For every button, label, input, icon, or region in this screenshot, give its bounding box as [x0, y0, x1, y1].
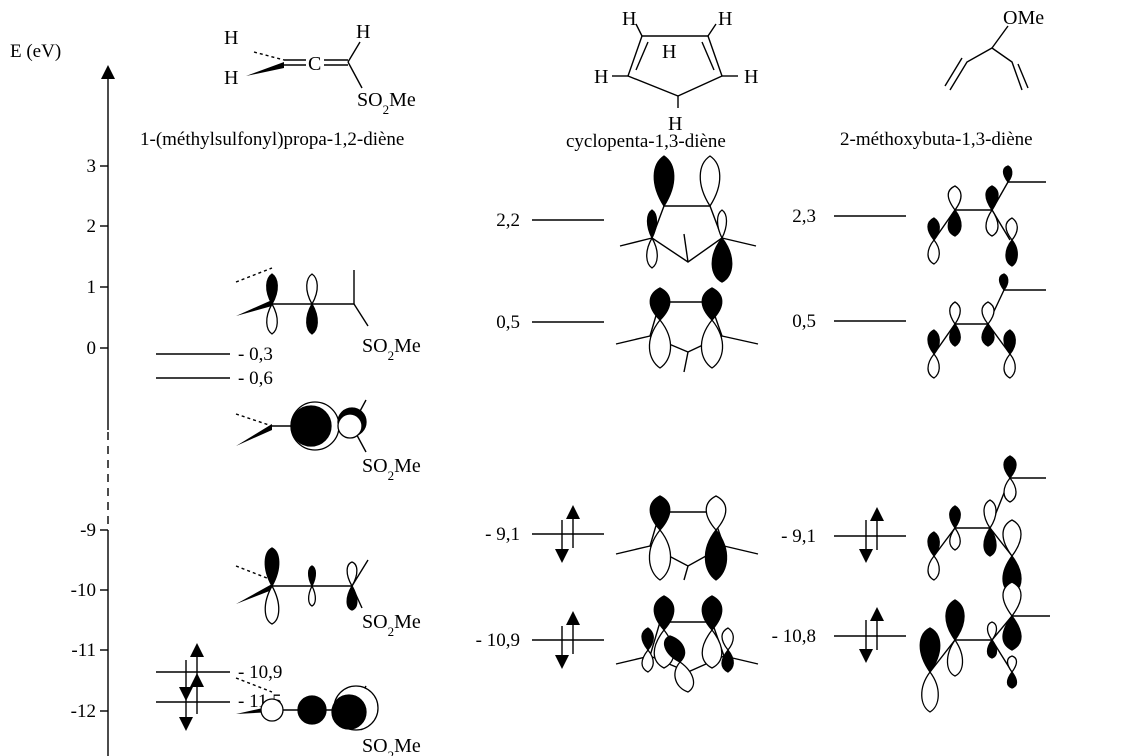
cyclopentadiene-mo-3 [615, 495, 759, 581]
methoxybutadiene-name: 2-méthoxybuta-1,3-diène [840, 129, 1033, 150]
methoxybutadiene-levels [834, 215, 906, 663]
cp-level-lumo2: 2,2 [496, 210, 520, 231]
methoxybutadiene-mo-2 [927, 273, 1046, 379]
allene-mo-3 [235, 547, 369, 625]
cp-level-lumo: 0,5 [496, 312, 520, 333]
cp-level-homo2: - 10,9 [476, 630, 520, 651]
allene-mo-2 [235, 399, 367, 453]
allene-levels [156, 353, 230, 731]
methoxybutadiene-mo-3 [927, 455, 1046, 595]
allene-c-center: C [308, 53, 321, 75]
allene-mo-4 [235, 677, 379, 731]
cyclopentadiene-name: cyclopenta-1,3-diène [566, 131, 726, 152]
allene-structure [246, 41, 363, 89]
methoxybutadiene-structure [944, 25, 1029, 91]
allene-h-top: H [224, 27, 238, 49]
cyclopentadiene-mo-2 [615, 287, 759, 373]
allene-level-homo1: - 10,9 [238, 662, 282, 683]
allene-mo1-sub: SO2Me [362, 335, 421, 363]
allene-name: 1-(méthylsulfonyl)propa-1,2-diène [140, 129, 404, 150]
cp-h-4: H [594, 66, 608, 88]
allene-mo-1 [235, 267, 369, 335]
axis-tick-m9: -9 [80, 520, 96, 541]
axis-tick-0: 0 [87, 338, 97, 359]
axis-tick-1: 1 [87, 277, 97, 298]
allene-mo4-sub: SO2Me [362, 735, 421, 756]
axis-tick-m10: -10 [71, 580, 96, 601]
allene-level-lumo1: - 0,3 [238, 344, 273, 365]
methoxybutadiene-mo-1 [927, 165, 1046, 267]
mb-level-homo2: - 10,8 [772, 626, 816, 647]
cp-h-1: H [622, 8, 636, 30]
energy-axis [100, 65, 115, 756]
cyclopentadiene-levels [532, 219, 604, 669]
allene-level-lumo2: - 0,6 [238, 368, 273, 389]
axis-tick-m12: -12 [71, 701, 96, 722]
mb-level-lumo2: 2,3 [792, 206, 816, 227]
cyclopentadiene-mo-4 [615, 595, 759, 693]
allene-mo2-sub: SO2Me [362, 455, 421, 483]
cyclopentadiene-structure [612, 23, 738, 108]
allene-mo3-sub: SO2Me [362, 611, 421, 639]
methoxybutadiene-mo-4 [919, 581, 1050, 713]
axis-tick-m11: -11 [71, 640, 96, 661]
cp-h-5: H [744, 66, 758, 88]
cp-h-6: H [668, 113, 682, 135]
ome-label: OMe [1003, 7, 1044, 29]
axis-label: E (eV) [10, 41, 61, 62]
mb-level-homo: - 9,1 [781, 526, 816, 547]
allene-h-bottom: H [224, 67, 238, 89]
wedge-bond [246, 62, 284, 76]
cp-level-homo: - 9,1 [485, 524, 520, 545]
cp-h-3: H [662, 41, 676, 63]
axis-tick-2: 2 [87, 216, 97, 237]
cp-h-2: H [718, 8, 732, 30]
allene-h-right: H [356, 21, 370, 43]
allene-substituent: SO2Me [357, 89, 416, 117]
mb-level-lumo: 0,5 [792, 311, 816, 332]
axis-tick-3: 3 [87, 156, 97, 177]
cyclopentadiene-mo-1 [619, 155, 757, 283]
